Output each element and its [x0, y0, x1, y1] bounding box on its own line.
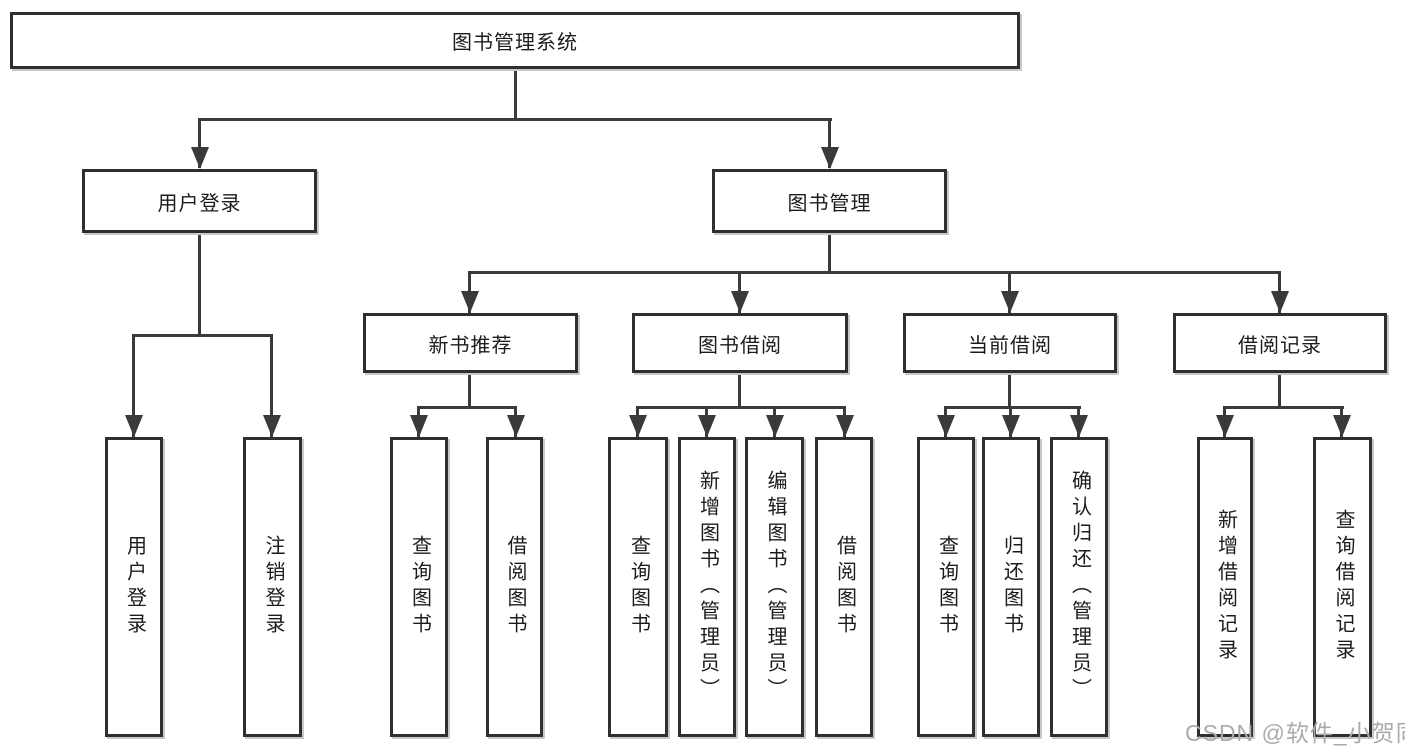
node-new-book-rec: 新书推荐 — [363, 313, 578, 373]
leaf-edit-book-label: 编辑图书（管理员） — [764, 470, 786, 704]
leaf-logout-label: 注销登录 — [262, 535, 284, 639]
connector-stub-book-mgmt — [828, 118, 831, 168]
connector-currentborrow-vline — [1008, 373, 1011, 409]
connector-stub-leaf-userlogin — [132, 334, 135, 437]
leaf-add-book: 新增图书（管理员） — [678, 437, 736, 737]
arrowhead-query3 — [937, 415, 955, 437]
leaf-return-book: 归还图书 — [982, 437, 1040, 737]
arrowhead-addrecord — [1216, 415, 1234, 437]
arrowhead-leaf-logout — [263, 415, 281, 437]
connector-userlogin-hline — [132, 334, 273, 337]
leaf-query-record: 查询借阅记录 — [1313, 437, 1372, 737]
leaf-add-book-label: 新增图书（管理员） — [696, 470, 719, 704]
arrowhead-newbook — [461, 291, 479, 313]
arrowhead-return — [1002, 415, 1020, 437]
connector-stub-user-login — [198, 118, 201, 168]
arrowhead-query2 — [629, 415, 647, 437]
arrowhead-currentborrow — [1001, 291, 1019, 313]
leaf-return-book-label: 归还图书 — [1000, 535, 1023, 639]
connector-root-hline — [198, 118, 832, 121]
arrowhead-editbook — [766, 415, 784, 437]
connector-bookborrow-hline — [636, 406, 846, 409]
leaf-query-book-3: 查询图书 — [917, 437, 975, 737]
node-book-borrow-label: 图书借阅 — [698, 334, 782, 357]
leaf-add-record-label: 新增借阅记录 — [1214, 509, 1237, 665]
connector-bookborrow-vline — [738, 373, 741, 409]
leaf-borrow-book-1: 借阅图书 — [486, 437, 543, 737]
leaf-edit-book: 编辑图书（管理员） — [745, 437, 804, 737]
node-root-label: 图书管理系统 — [452, 32, 578, 54]
leaf-borrow-book-2-label: 借阅图书 — [833, 535, 856, 639]
connector-currentborrow-hline — [944, 406, 1081, 409]
connector-newbook-vline — [468, 373, 471, 409]
leaf-query-book-1-label: 查询图书 — [408, 535, 431, 639]
connector-bookmgmt-hline — [468, 271, 1281, 274]
connector-bookmgmt-vline — [828, 233, 831, 274]
node-borrow-record: 借阅记录 — [1173, 313, 1387, 373]
connector-borrowrecord-hline — [1223, 406, 1344, 409]
arrowhead-confirm — [1070, 415, 1088, 437]
node-user-login-label: 用户登录 — [157, 192, 242, 215]
node-borrow-record-label: 借阅记录 — [1238, 334, 1322, 357]
leaf-query-book-2-label: 查询图书 — [627, 535, 650, 639]
leaf-user-login: 用户登录 — [105, 437, 163, 737]
node-current-borrow-label: 当前借阅 — [968, 334, 1052, 357]
node-new-book-rec-label: 新书推荐 — [428, 334, 513, 357]
connector-stub-leaf-logout — [270, 334, 273, 437]
leaf-confirm-return-label: 确认归还（管理员） — [1068, 470, 1091, 704]
connector-userlogin-vline — [198, 233, 201, 337]
leaf-add-record: 新增借阅记录 — [1197, 437, 1253, 737]
node-book-mgmt: 图书管理 — [712, 169, 947, 233]
arrowhead-borrow1 — [507, 415, 525, 437]
csdn-watermark: CSDN @软件_小贺同学 — [1185, 720, 1405, 746]
leaf-query-record-label: 查询借阅记录 — [1332, 509, 1354, 665]
arrowhead-addbook — [698, 415, 716, 437]
leaf-borrow-book-1-label: 借阅图书 — [504, 535, 526, 639]
leaf-user-login-label: 用户登录 — [123, 535, 146, 639]
arrowhead-book-mgmt — [821, 147, 839, 169]
arrowhead-borrow2 — [836, 415, 854, 437]
leaf-query-book-3-label: 查询图书 — [935, 535, 958, 639]
connector-root-vline — [514, 69, 517, 119]
leaf-confirm-return: 确认归还（管理员） — [1050, 437, 1108, 737]
arrowhead-leaf-userlogin — [125, 415, 143, 437]
node-user-login: 用户登录 — [82, 169, 317, 233]
arrowhead-queryrecord — [1333, 415, 1351, 437]
node-current-borrow: 当前借阅 — [903, 313, 1117, 373]
node-book-borrow: 图书借阅 — [632, 313, 848, 373]
arrowhead-borrowrecord — [1271, 291, 1289, 313]
leaf-logout: 注销登录 — [243, 437, 302, 737]
arrowhead-bookborrow — [731, 291, 749, 313]
connector-borrowrecord-vline — [1278, 373, 1281, 409]
leaf-borrow-book-2: 借阅图书 — [815, 437, 873, 737]
leaf-query-book-2: 查询图书 — [608, 437, 668, 737]
arrowhead-user-login — [191, 147, 209, 169]
node-root: 图书管理系统 — [10, 12, 1020, 69]
arrowhead-query1 — [410, 415, 428, 437]
leaf-query-book-1: 查询图书 — [390, 437, 448, 737]
connector-newbook-hline — [417, 406, 517, 409]
node-book-mgmt-label: 图书管理 — [787, 192, 872, 215]
